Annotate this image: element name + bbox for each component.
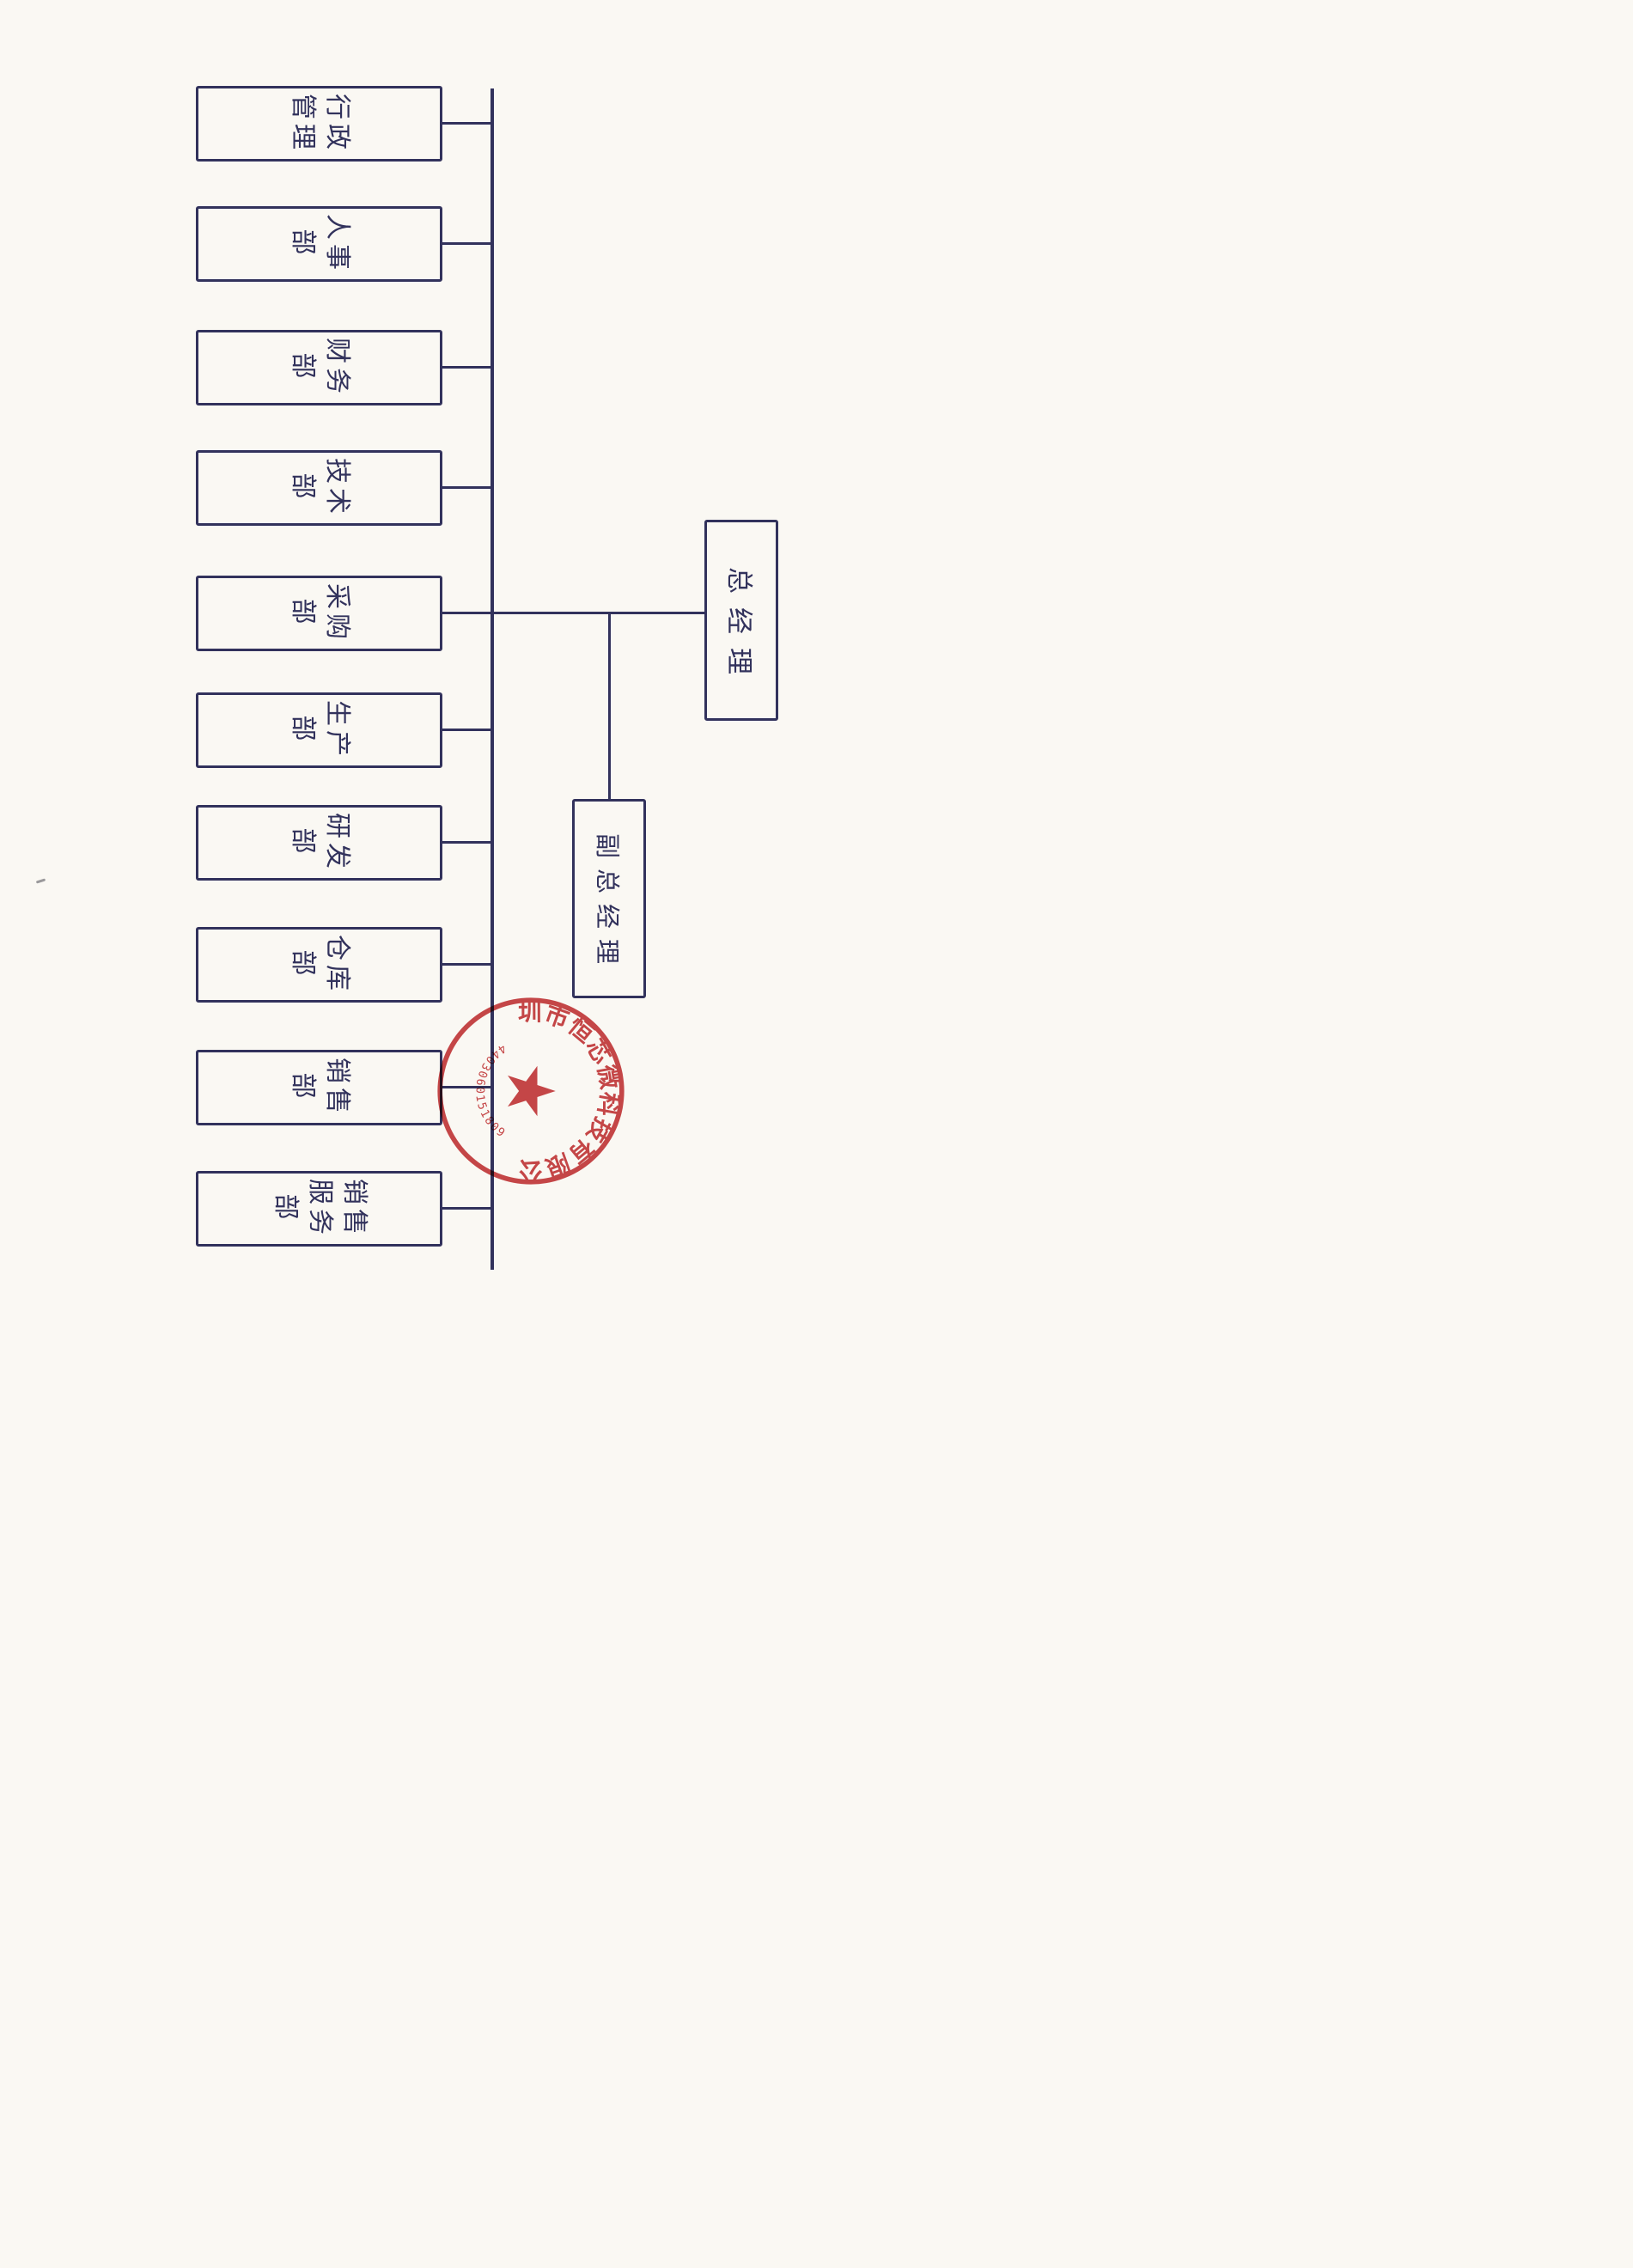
dept-label-sales: 销售部 bbox=[288, 1058, 351, 1118]
seal-star-icon bbox=[507, 1065, 556, 1117]
dept-label-purchasing: 采购部 bbox=[288, 583, 351, 643]
deputy-general-manager-box: 副总经理 bbox=[572, 799, 646, 998]
dept-box-purchasing: 采购部 bbox=[196, 576, 442, 651]
connector-line-sales bbox=[442, 1086, 492, 1088]
dept-label-hr: 人事部 bbox=[288, 214, 351, 274]
deputy-general-manager-label: 副总经理 bbox=[593, 832, 621, 975]
dept-label-production: 生产部 bbox=[288, 700, 351, 760]
dept-box-warehouse: 仓库部 bbox=[196, 927, 442, 1003]
company-seal: 深圳市恒芯微科技有限公司 4403060151809 bbox=[434, 982, 649, 1188]
deputy-manager-connector-line bbox=[608, 612, 611, 801]
dept-box-rnd: 研发部 bbox=[196, 805, 442, 881]
dept-box-technology: 技术部 bbox=[196, 450, 442, 526]
dept-box-sales-service: 销售服务部 bbox=[196, 1171, 442, 1247]
dept-box-production: 生产部 bbox=[196, 692, 442, 768]
connector-line-admin bbox=[442, 122, 492, 125]
org-trunk-line bbox=[491, 88, 494, 1270]
connector-line-finance bbox=[442, 366, 492, 369]
scan-speck bbox=[35, 878, 46, 884]
connector-line-production bbox=[442, 729, 492, 731]
connector-line-warehouse bbox=[442, 963, 492, 966]
seal-serial-number: 4403060151809 bbox=[472, 1041, 508, 1141]
connector-line-hr bbox=[442, 242, 492, 245]
connector-line-technology bbox=[442, 486, 492, 489]
dept-box-sales: 销售部 bbox=[196, 1050, 442, 1125]
dept-label-sales-service: 销售服务部 bbox=[271, 1179, 369, 1239]
connector-line-rnd bbox=[442, 841, 492, 844]
seal-ring bbox=[437, 997, 625, 1185]
dept-label-warehouse: 仓库部 bbox=[288, 935, 351, 995]
dept-label-finance: 财务部 bbox=[288, 338, 351, 398]
dept-box-hr: 人事部 bbox=[196, 206, 442, 282]
connector-line-sales-service bbox=[442, 1207, 492, 1210]
general-manager-box: 总经理 bbox=[704, 520, 778, 721]
dept-label-rnd: 研发部 bbox=[288, 813, 351, 873]
dept-box-finance: 财务部 bbox=[196, 330, 442, 405]
company-seal-graphic: 深圳市恒芯微科技有限公司 4403060151809 bbox=[437, 982, 649, 1185]
dept-label-admin: 行政管理 bbox=[288, 94, 351, 154]
general-manager-label: 总经理 bbox=[723, 566, 754, 688]
general-manager-connector-line bbox=[493, 612, 704, 614]
dept-label-technology: 技术部 bbox=[288, 458, 351, 518]
connector-line-purchasing bbox=[442, 612, 492, 614]
dept-box-admin: 行政管理 bbox=[196, 86, 442, 162]
